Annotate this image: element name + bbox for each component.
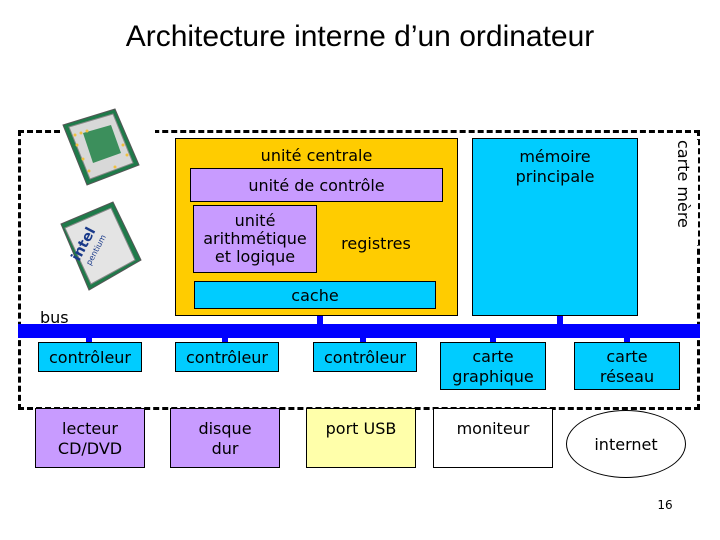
main-memory: mémoire principale: [472, 138, 638, 316]
graphics-line-2: graphique: [441, 367, 545, 387]
system-bus: [18, 324, 700, 338]
cpu-chip-image: [55, 105, 145, 195]
controller-cdrom: contrôleur: [38, 342, 142, 372]
control-unit: unité de contrôle: [190, 168, 443, 202]
graphics-card: carte graphique: [440, 342, 546, 390]
network-card: carte réseau: [574, 342, 680, 390]
cdrom-line-1: lecteur: [36, 419, 144, 439]
monitor: moniteur: [433, 408, 553, 468]
network-line-2: réseau: [575, 367, 679, 387]
memory-line-2: principale: [473, 167, 637, 187]
registers: registres: [320, 208, 432, 272]
controller-disk: contrôleur: [175, 342, 279, 372]
alu-line-2: arithmétique: [194, 230, 316, 248]
disk-line-2: dur: [171, 439, 279, 459]
cpu-label: unité centrale: [175, 146, 458, 165]
slide-title: Architecture interne d’un ordinateur: [0, 20, 720, 54]
cd-dvd-drive: lecteur CD/DVD: [35, 408, 145, 468]
alu-box: unité arithmétique et logique: [193, 205, 317, 273]
bus-connector-memory: [557, 316, 563, 326]
internet-cloud: internet: [566, 410, 686, 478]
disk-line-1: disque: [171, 419, 279, 439]
alu-line-3: et logique: [194, 248, 316, 266]
network-line-1: carte: [575, 347, 679, 367]
motherboard-label: carte mère: [668, 140, 698, 245]
page-number: 16: [640, 498, 690, 512]
controller-usb: contrôleur: [313, 342, 417, 372]
memory-line-1: mémoire: [473, 147, 637, 167]
intel-pentium-chip-image: intel pentium: [55, 198, 145, 296]
cdrom-line-2: CD/DVD: [36, 439, 144, 459]
cache-box: cache: [194, 281, 436, 309]
bus-connector-cpu: [317, 316, 323, 326]
hard-disk: disque dur: [170, 408, 280, 468]
graphics-line-1: carte: [441, 347, 545, 367]
alu-line-1: unité: [194, 212, 316, 230]
usb-port: port USB: [306, 408, 416, 468]
